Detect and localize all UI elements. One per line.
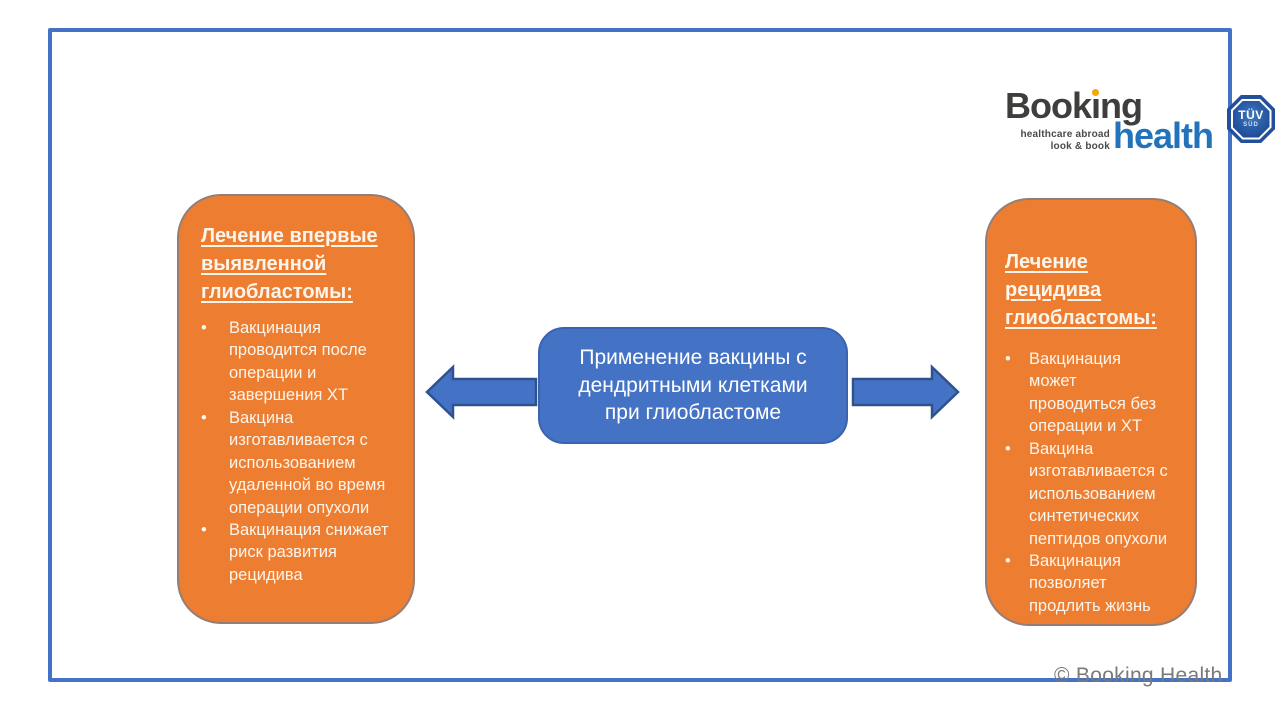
right-bullet-list: • Вакцинация может проводиться без опера… bbox=[1005, 348, 1187, 617]
bullet-text: Вакцинация позволяет продлить жизнь bbox=[1029, 551, 1151, 615]
badge-sud-text: SÜD bbox=[1243, 121, 1259, 128]
bullet-item: • Вакцина изготавливается с использовани… bbox=[201, 407, 389, 519]
badge-inner-octagon: TÜV SÜD bbox=[1232, 100, 1270, 138]
left-info-box: Лечение впервые выявленной глиобластомы:… bbox=[177, 194, 415, 624]
bullet-text: Вакцинация может проводиться без операци… bbox=[1029, 350, 1157, 436]
bullet-text: Вакцина изготавливается с использованием… bbox=[1029, 439, 1168, 548]
left-bullet-list: • Вакцинация проводится после операции и… bbox=[201, 317, 389, 586]
bullet-marker-icon: • bbox=[201, 408, 207, 427]
logo-tagline-line1: healthcare abroad bbox=[1020, 129, 1110, 140]
bullet-item: • Вакцинация проводится после операции и… bbox=[201, 317, 389, 407]
bullet-text: Вакцина изготавливается с использованием… bbox=[229, 408, 386, 517]
logo-tagline: healthcare abroad look & book bbox=[1005, 129, 1110, 152]
badge-tuv-text: TÜV bbox=[1238, 107, 1264, 122]
center-box-text: Применение вакцины с дендритными клеткам… bbox=[578, 345, 808, 425]
logo-health-text: health bbox=[1113, 115, 1214, 156]
center-box: Применение вакцины с дендритными клеткам… bbox=[538, 327, 848, 444]
bullet-marker-icon: • bbox=[1005, 439, 1011, 458]
right-info-box: Лечение рецидива глиобластомы: • Вакцина… bbox=[985, 198, 1197, 626]
copyright-text: © Booking Health bbox=[1054, 664, 1223, 687]
logo-dotless-i: ı bbox=[1091, 85, 1101, 126]
bullet-marker-icon: • bbox=[1005, 350, 1011, 368]
badge-outer-octagon: TÜV SÜD bbox=[1227, 95, 1275, 143]
arrow-right-icon bbox=[851, 364, 960, 420]
bullet-item: • Вакцинация снижает риск развития рецид… bbox=[201, 519, 389, 586]
logo-tagline-line2: look & book bbox=[1050, 140, 1110, 152]
bullet-item: • Вакцинация может проводиться без опера… bbox=[1005, 348, 1173, 438]
bullet-text: Вакцинация проводится после операции и з… bbox=[229, 319, 367, 405]
tuv-sud-badge-icon: TÜV SÜD bbox=[1227, 95, 1275, 143]
left-box-heading: Лечение впервые выявленной глиобластомы: bbox=[201, 225, 378, 303]
logo-letter-i: ı bbox=[1091, 85, 1101, 126]
bullet-marker-icon: • bbox=[201, 520, 207, 539]
arrow-left-icon bbox=[425, 364, 538, 420]
bullet-marker-icon: • bbox=[1005, 551, 1011, 570]
bullet-item: • Вакцинация позволяет продлить жизнь bbox=[1005, 550, 1173, 617]
bullet-text: Вакцинация снижает риск развития рецидив… bbox=[229, 520, 389, 584]
bullet-item: • Вакцина изготавливается с использовани… bbox=[1005, 438, 1173, 550]
logo-booking-part1: Book bbox=[1005, 85, 1092, 126]
logo-second-row: healthcare abroad look & book health bbox=[1005, 115, 1220, 156]
bullet-marker-icon: • bbox=[201, 319, 207, 337]
right-box-heading: Лечение рецидива глиобластомы: bbox=[1005, 251, 1157, 329]
logo-yellow-dot-icon bbox=[1092, 89, 1099, 96]
badge-ring: TÜV SÜD bbox=[1230, 98, 1272, 140]
logo-booking-part2: ng bbox=[1100, 85, 1143, 126]
